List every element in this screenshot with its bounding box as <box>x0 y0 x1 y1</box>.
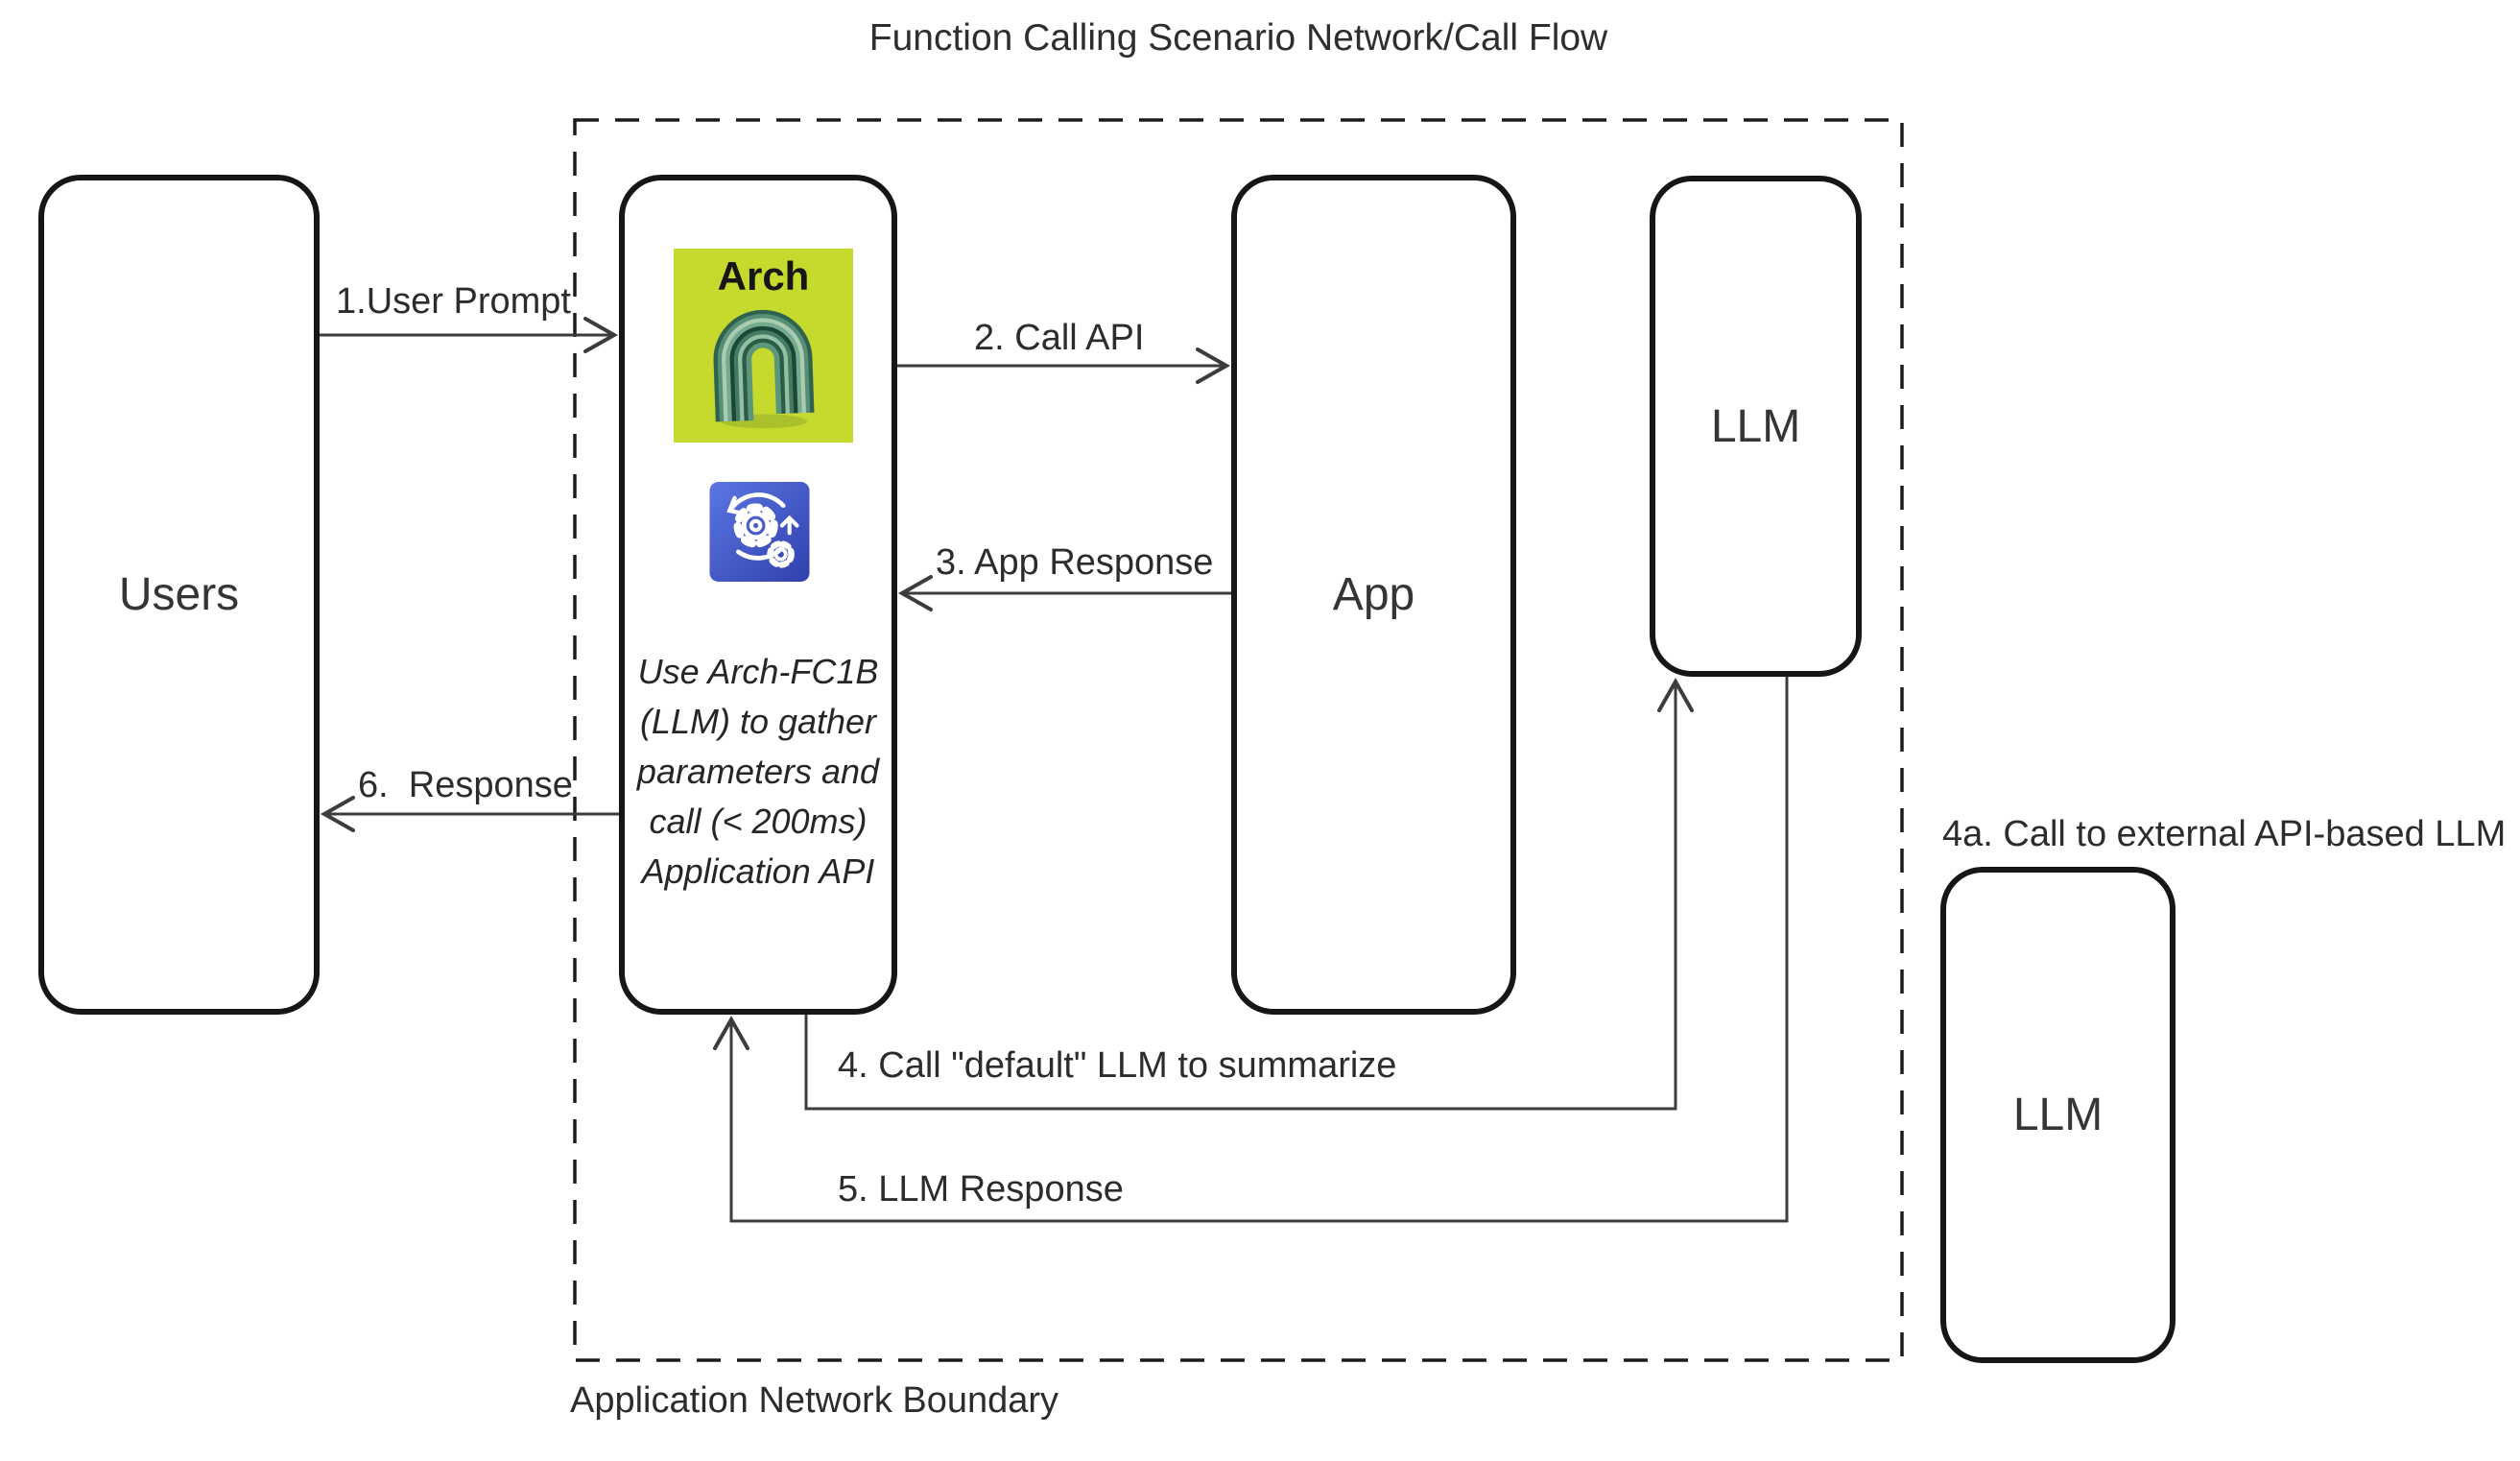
arch-description-line: parameters and <box>636 752 880 791</box>
arch-description-line: call (< 200ms) <box>649 802 868 841</box>
arch-gateway-node: Arch <box>619 175 897 1015</box>
diagram-title: Function Calling Scenario Network/Call F… <box>868 17 1608 59</box>
flow-5-llm-response-arrow <box>713 677 1789 1223</box>
external-llm-node-label: LLM <box>2012 1090 2104 1140</box>
external-llm-node: LLM <box>1940 867 2175 1363</box>
internal-llm-node-label: LLM <box>1710 400 1801 452</box>
flow-3-app-response-label: 3. App Response <box>936 542 1214 583</box>
arch-description-line: Use Arch-FC1B <box>637 652 879 691</box>
arch-ribbons-icon <box>713 309 814 429</box>
flow-4-call-default-llm-label: 4. Call "default" LLM to summarize <box>838 1045 1397 1086</box>
arch-description: Use Arch-FC1B (LLM) to gather parameters… <box>625 647 892 897</box>
users-node: Users <box>38 175 320 1015</box>
flow-2-call-api-label: 2. Call API <box>974 318 1145 358</box>
internal-llm-node: LLM <box>1650 176 1862 677</box>
flow-6-response-label: 6. Response <box>358 765 573 805</box>
app-node-label: App <box>1332 569 1415 620</box>
arch-description-line: (LLM) to gather <box>639 702 877 741</box>
gears-sync-icon <box>709 482 810 582</box>
application-network-boundary-label: Application Network Boundary <box>570 1380 1059 1421</box>
flow-5-llm-response-label: 5. LLM Response <box>838 1169 1124 1210</box>
flow-4a-external-llm-caption: 4a. Call to external API-based LLM <box>1942 814 2507 854</box>
app-node: App <box>1231 175 1516 1015</box>
application-network-boundary-rect <box>573 118 1904 1362</box>
users-node-label: Users <box>118 569 240 620</box>
flow-1-user-prompt-label: 1.User Prompt <box>336 281 571 322</box>
arch-logo: Arch <box>674 249 853 443</box>
flow-4-call-default-llm-arrow <box>804 677 1694 1111</box>
arch-logo-label: Arch <box>717 253 810 299</box>
arch-description-line: Application API <box>641 851 875 891</box>
